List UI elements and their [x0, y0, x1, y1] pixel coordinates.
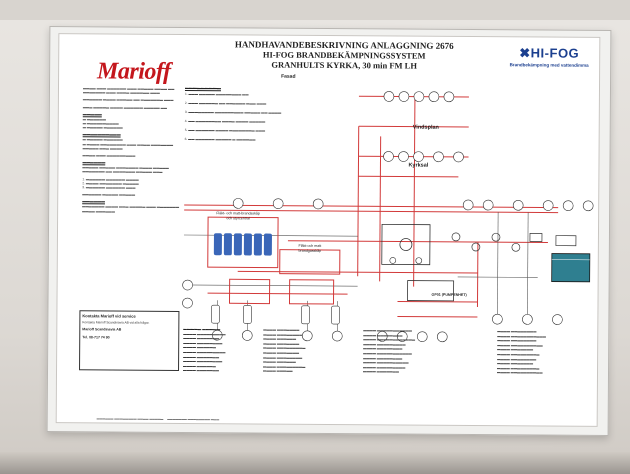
valve-box-2	[288, 279, 335, 305]
legend-column-1: ▬▬▬▬▬ ▬▬▬▬▬ ▬▬▬▬ ▬▬▬▬▬▬▬▬▬▬▬▬▬ ▬▬▬▬▬▬▬▬▬…	[183, 327, 263, 373]
water-tank	[551, 253, 591, 283]
label-gas-line2: brandgasskåp	[298, 248, 322, 253]
secondary-pipes	[183, 212, 538, 337]
pump-unit	[407, 280, 455, 302]
nozzle-markers	[182, 91, 594, 343]
poster-frame: Marioff HANDHAVANDEBESKRIVNING ANLAGGNIN…	[46, 26, 612, 436]
gas-cabinet-box	[279, 249, 341, 275]
label-gas-cabinet: Fläkt-och matt brandgasskåp	[280, 244, 340, 253]
label-cabinet: Fläkt- och matt-brandsskåp och styrcentr…	[198, 211, 278, 221]
label-cabinet-line1: Fläkt- och matt-brandsskåp	[216, 211, 260, 216]
label-vindsplan: Vindsplan	[412, 124, 439, 131]
schematic-diagram	[182, 91, 594, 343]
valve-box-1	[228, 278, 271, 305]
central-apparatus	[381, 223, 431, 266]
wall-top	[0, 0, 630, 20]
gas-cylinders	[211, 304, 340, 325]
legend-column-3: ▬▬▬▬ ▬▬▬▬▬▬▬▬▬▬▬▬▬▬▬ ▬▬▬▬▬▬▬▬▬▬▬▬ ▬▬▬▬▬▬…	[363, 328, 416, 374]
label-pump-unit: GP01 (PUMPENHET)	[431, 292, 467, 297]
pipe-network	[184, 95, 559, 318]
cabinet-box	[207, 216, 279, 269]
wall-bottom	[0, 452, 630, 474]
valve-components	[451, 232, 577, 252]
legend-heading: ▬▬▬▬▬ ▬▬▬▬▬	[183, 326, 221, 332]
cylinder-group	[213, 233, 272, 256]
legend-column-4: ▬▬▬▬ ▬▬▬▬▬▬▬▬▬▬▬▬ ▬▬▬▬▬▬▬▬▬▬▬▬▬▬▬ ▬▬▬▬▬▬…	[497, 329, 546, 375]
poster-sheet: Marioff HANDHAVANDEBESKRIVNING ANLAGGNIN…	[55, 33, 601, 427]
legend-column-2: ▬▬▬▬ ▬▬▬▬▬▬▬▬▬▬▬ ▬▬▬▬▬▬▬▬▬▬▬▬ ▬▬▬▬▬▬▬▬▬▬…	[263, 327, 306, 374]
label-cabinet-line2: och styrcentral	[226, 215, 250, 220]
label-kyrksal: Kyrksal	[408, 162, 429, 169]
